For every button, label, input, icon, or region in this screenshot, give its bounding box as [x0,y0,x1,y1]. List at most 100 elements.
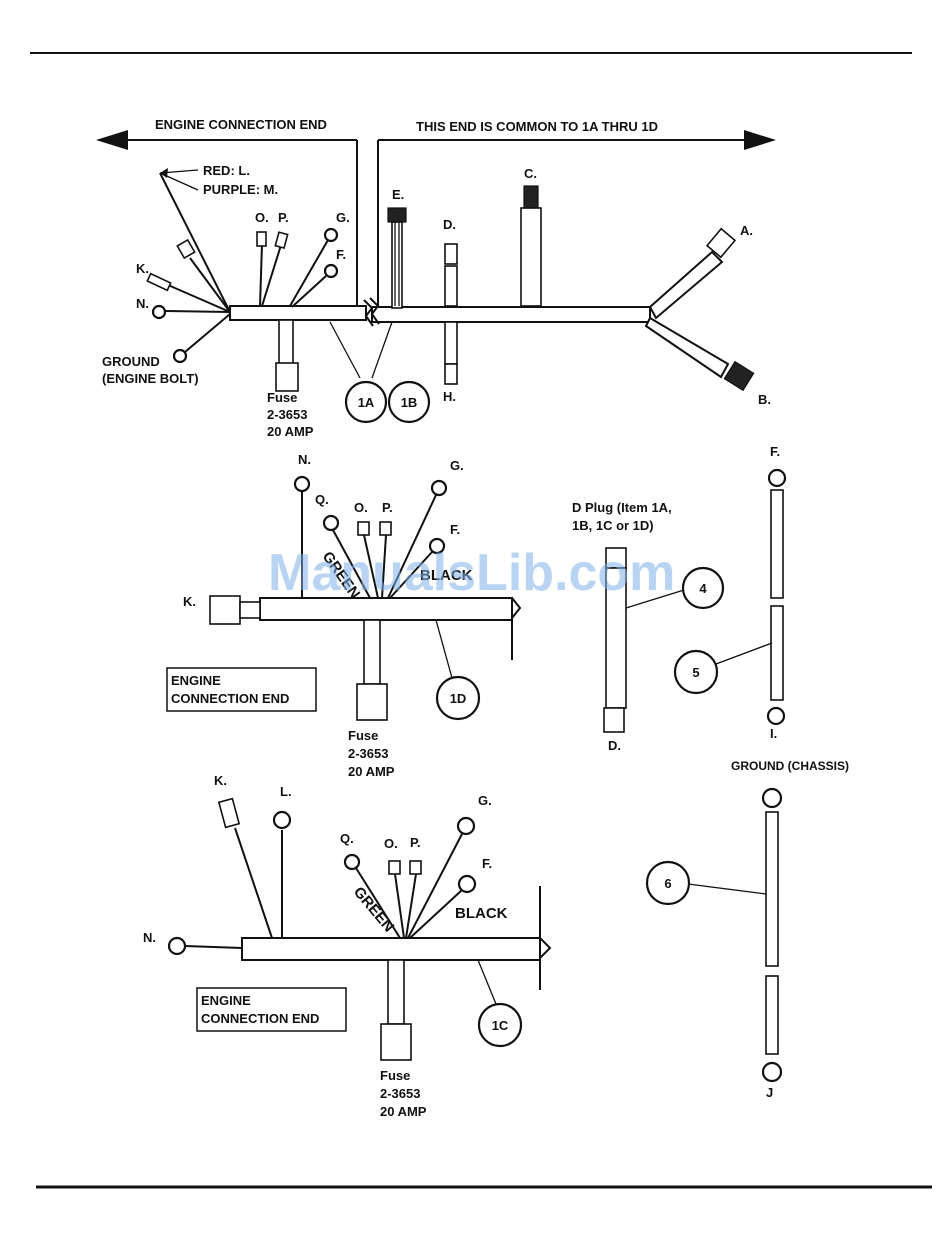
1d-fuse-rating: 20 AMP [348,764,395,779]
o-label: O. [255,210,269,225]
left-arrow-icon [96,130,128,150]
chassis-bottom-ring [761,1061,783,1083]
1d-box-line-2: CONNECTION END [171,691,289,706]
1c-g-ring [456,816,476,836]
red-purple-connector [176,238,196,260]
1c-q-ring [343,853,361,871]
1c-harness-trunk [241,937,541,961]
callout-1a-label: 1A [358,395,375,410]
chassis-top-ring [761,787,783,809]
d-label: D. [443,217,456,232]
1c-f-label: F. [482,856,492,871]
callout-5-label: 5 [692,665,699,680]
o-terminal [256,231,267,247]
1c-box-line-2: CONNECTION END [201,1011,319,1026]
fuse-icon [275,362,299,392]
callout-6 [645,860,691,906]
h-connector-body [444,321,458,365]
b-connector-icon [723,360,755,392]
1c-green-wire-label: GREEN [350,884,397,936]
red-l-label: RED: L. [203,163,250,178]
callout-1c-label: 1C [492,1018,509,1033]
1c-fuse-wire [387,959,405,1025]
1d-g-ring [430,479,448,497]
bottom-harness-section: N. K. L. Q. O. P. G. F. GREEN BLACK Fuse… [143,759,849,1119]
lead-f-ring [767,468,787,488]
a-branch [648,250,724,320]
1c-l-ring [272,810,292,830]
1d-p-terminal [379,521,392,536]
a-connector-icon [705,227,737,259]
watermark-text: ManualsLib.com [268,544,675,602]
callout-1a [344,380,388,424]
b-label: B. [758,392,771,407]
g-ring-terminal [323,227,339,243]
chassis-lead-upper [765,811,779,967]
f-ring-terminal [323,263,339,279]
top-harness-trunk-right [371,306,651,323]
1c-k-connector [217,797,241,829]
e-connector-body [391,221,403,309]
callout-1c [477,1002,523,1048]
1d-fuse-wire [363,619,381,685]
e-connector [387,207,407,223]
callout-6-label: 6 [664,876,671,891]
dplug-bottom-connector [603,707,625,733]
d-connector-body [444,265,458,307]
right-arrow-icon [744,130,776,150]
fuse-part-number: 2-3653 [267,407,307,422]
dplug-d-label: D. [608,738,621,753]
1d-n-label: N. [298,452,311,467]
callout-4-label: 4 [699,581,707,596]
1c-o-label: O. [384,836,398,851]
dplug-title-2: 1B, 1C or 1D) [572,518,654,533]
1d-fuse-icon [356,683,388,721]
k-label: K. [136,261,149,276]
b-branch [644,316,730,379]
1d-g-label: G. [450,458,464,473]
1d-engine-end-box [166,667,317,712]
1c-f-ring [457,874,477,894]
1c-p-terminal [409,860,422,875]
callout-1d [435,675,481,721]
dplug-title-1: D Plug (Item 1A, [572,500,672,515]
lead-f-label: F. [770,444,780,459]
1c-box-line-1: ENGINE [201,993,251,1008]
fuse-rating: 20 AMP [267,424,314,439]
fuse-label: Fuse [267,390,297,405]
1c-l-label: L. [280,784,292,799]
top-harness-section: ENGINE CONNECTION END THIS END IS COMMON… [96,117,776,439]
1d-n-ring [293,475,311,493]
callout-4 [681,566,725,610]
p-label: P. [278,210,289,225]
1c-k-label: K. [214,773,227,788]
k-terminal [146,272,172,292]
1d-fuse-part: 2-3653 [348,746,388,761]
lead-lower-body [770,605,784,701]
engine-bolt-label: (ENGINE BOLT) [102,371,199,386]
middle-harness-section: K. N. Q. O. P. G. F. GREEN BLACK Fuse 2-… [166,444,787,779]
right-arrow-label: THIS END IS COMMON TO 1A THRU 1D [416,119,658,134]
1d-k-label: K. [183,594,196,609]
d-connector-top [444,243,458,265]
1c-g-label: G. [478,793,492,808]
h-label: H. [443,389,456,404]
purple-m-label: PURPLE: M. [203,182,278,197]
1c-p-label: P. [410,835,421,850]
a-label: A. [740,223,753,238]
n-ring-terminal [151,304,167,320]
1d-q-ring [322,514,340,532]
lead-i-label: I. [770,726,777,741]
1d-o-terminal [357,521,370,536]
ground-ring-terminal [172,348,188,364]
f-label: F. [336,247,346,262]
callout-1b-label: 1B [401,395,418,410]
1c-o-terminal [388,860,401,875]
ground-label: GROUND [102,354,160,369]
chassis-j-label: J [766,1085,773,1100]
1d-q-label: Q. [315,492,329,507]
1c-n-label: N. [143,930,156,945]
1d-f-ring [428,537,446,555]
lead-i-ring [766,706,786,726]
1c-fuse-part: 2-3653 [380,1086,420,1101]
